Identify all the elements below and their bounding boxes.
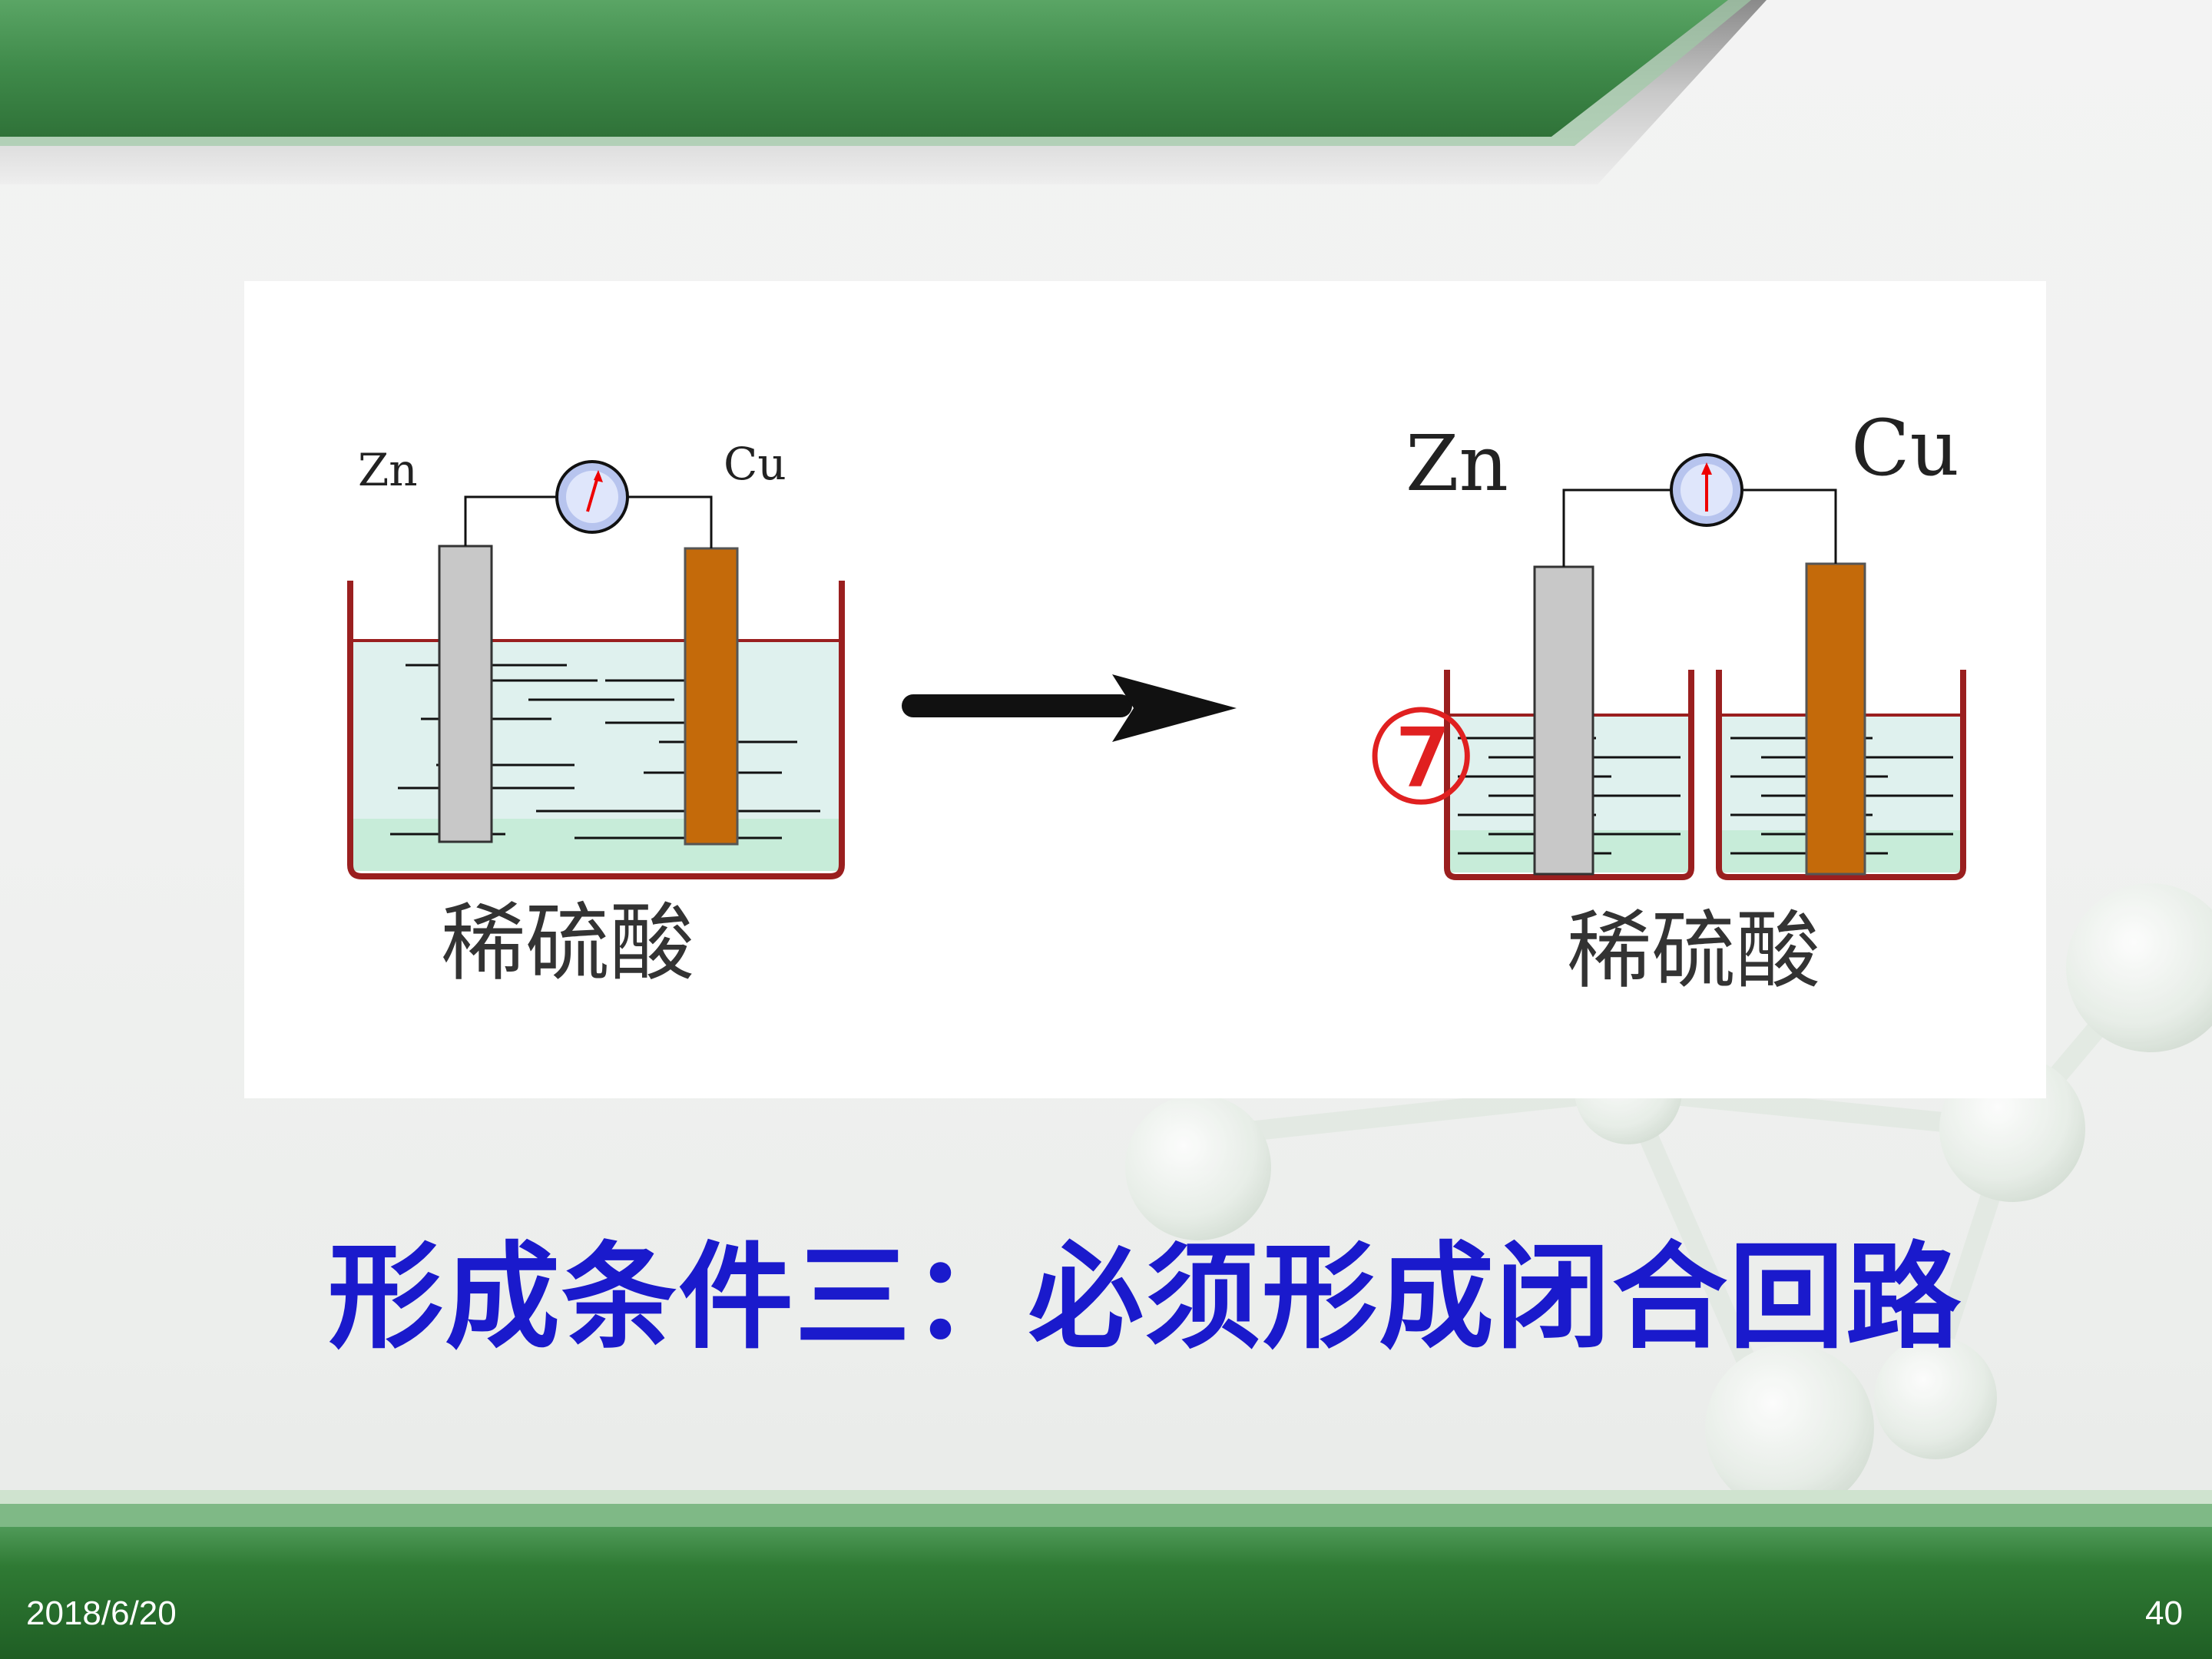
left-solution-label: 稀硫酸 — [441, 894, 694, 992]
diagram-panel: Zn Cu 稀硫酸 — [244, 281, 2046, 1098]
right-beaker-2 — [1716, 670, 1966, 880]
right-copper-electrode — [1805, 562, 1866, 876]
right-galvanometer-icon — [1670, 453, 1743, 527]
left-copper-electrode — [684, 547, 739, 846]
right-wire — [1562, 488, 1671, 567]
left-cu-label: Cu — [724, 438, 786, 490]
left-beaker — [347, 581, 845, 879]
transform-arrow — [902, 674, 1237, 742]
right-solution-label: 稀硫酸 — [1567, 902, 1820, 1000]
left-galvanometer-icon — [555, 460, 629, 534]
footer-band — [0, 1490, 2212, 1659]
galvanic-cell-diagram: Zn Cu 稀硫酸 — [347, 403, 1966, 1000]
right-zn-label: Zn — [1406, 419, 1508, 508]
right-beaker-1 — [1444, 670, 1694, 880]
right-cell: ⑦ Zn Cu 稀硫酸 — [1363, 403, 1966, 1000]
footer-page-number: 40 — [2145, 1594, 2183, 1632]
right-cu-label: Cu — [1851, 403, 1959, 493]
right-zinc-electrode — [1533, 565, 1594, 876]
left-zinc-electrode — [438, 545, 493, 843]
header-band — [0, 0, 1767, 184]
footer-date: 2018/6/20 — [26, 1594, 177, 1632]
left-zn-label: Zn — [358, 444, 418, 496]
right-cell-marker: ⑦ — [1363, 683, 1479, 835]
slide-caption: 形成条件三：必须形成闭合回路 — [327, 1231, 1962, 1365]
left-wire — [464, 495, 556, 546]
left-cell: Zn Cu 稀硫酸 — [347, 438, 845, 992]
